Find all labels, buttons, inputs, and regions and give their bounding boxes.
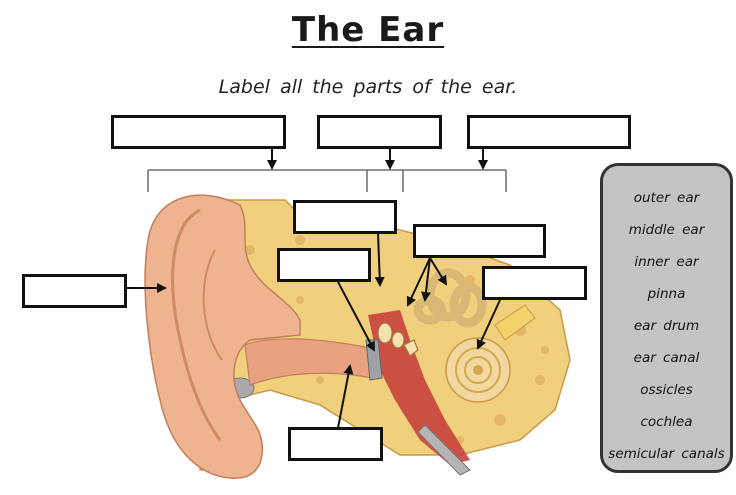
middle-ear-cavity	[368, 310, 470, 465]
word-bank-item: cochlea	[640, 414, 693, 430]
word-bank-item: ear canal	[633, 350, 700, 366]
eustachian-tube	[417, 424, 471, 476]
pinna-inner	[202, 249, 223, 361]
page-title: The Ear	[291, 10, 445, 50]
label-box-ear-canal[interactable]	[288, 427, 383, 461]
word-bank-item: ear drum	[633, 318, 700, 334]
label-box-inner-ear[interactable]	[467, 115, 631, 149]
label-box-eardrum[interactable]	[277, 248, 371, 282]
word-bank-item: ossicles	[640, 382, 693, 398]
word-bank: outer ear middle ear inner ear pinna ear…	[600, 163, 733, 473]
label-box-cochlea[interactable]	[482, 266, 587, 300]
bracket-lines	[147, 169, 507, 192]
label-box-ossicles[interactable]	[293, 200, 397, 234]
arrows	[126, 148, 501, 429]
pinna-fold	[171, 208, 222, 441]
word-bank-item: outer ear	[633, 190, 700, 206]
word-bank-item: semicular canals	[608, 446, 725, 462]
auditory-nerve	[494, 304, 536, 341]
word-bank-item: middle ear	[628, 222, 705, 238]
pinna-shape	[144, 194, 301, 479]
ossicles-shape	[377, 322, 419, 357]
cochlea-shape	[445, 337, 511, 403]
word-bank-item: pinna	[647, 286, 686, 302]
label-box-outer-ear[interactable]	[111, 115, 286, 149]
label-box-middle-ear[interactable]	[317, 115, 442, 149]
label-box-semicircular-canals[interactable]	[413, 224, 546, 258]
word-bank-item: inner ear	[634, 254, 699, 270]
label-box-pinna[interactable]	[22, 274, 127, 308]
instructions: Label all the parts of the ear.	[218, 76, 518, 98]
